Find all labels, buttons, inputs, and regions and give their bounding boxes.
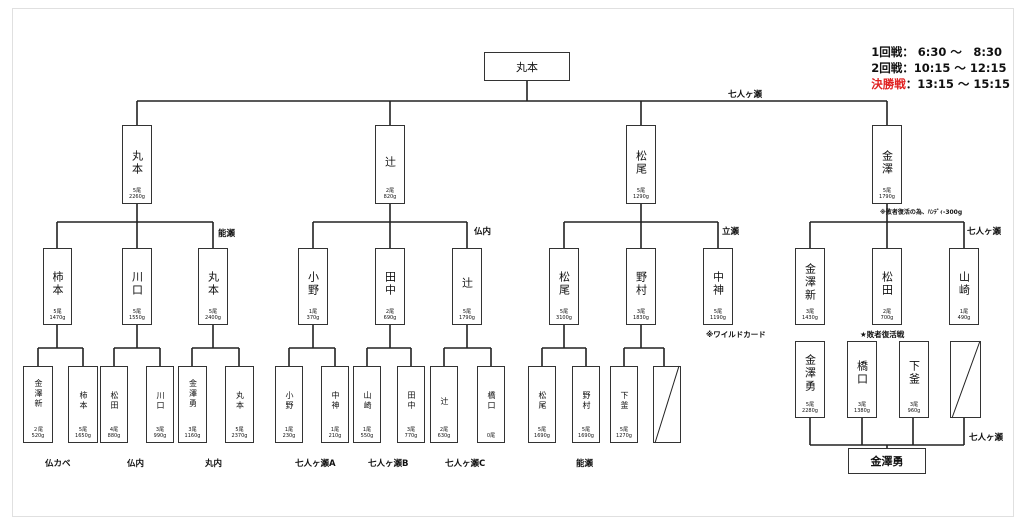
venue-label: 仏内 — [127, 459, 145, 469]
venue-label: 能瀬 — [576, 459, 594, 469]
handicap-note: ※敗者復活の為、ﾊﾝﾃﾞｨ-300g — [880, 209, 963, 216]
schedule-row-2: 2回戦：10:15 〜 12:15 — [871, 61, 1007, 75]
empty-slot — [653, 366, 681, 443]
schedule-row-1: 1回戦： 6:30 〜 8:30 — [871, 45, 1003, 59]
venue-label: 七人ヶ瀬A — [295, 459, 336, 469]
venue-label: 能瀬 — [218, 229, 236, 239]
repechage-venue-label: 七人ヶ瀬 — [969, 433, 1004, 443]
schedule-row-3: 決勝戦：13:15 〜 15:15 — [871, 77, 1010, 91]
venue-label: 七人ヶ瀬 — [967, 227, 1002, 237]
venue-label: 七人ヶ瀬C — [445, 459, 486, 469]
champion-box: 丸本 — [484, 52, 570, 81]
repechage-note: ★敗者復活戦 — [860, 330, 905, 339]
venue-label: 七人ヶ瀬B — [368, 459, 409, 469]
repechage-winner-name: 金澤勇 — [870, 455, 904, 468]
venue-label: 仏カベ — [45, 459, 71, 469]
repechage-winner-box: 金澤勇 — [848, 448, 926, 474]
final-venue-label: 七人ヶ瀬 — [728, 90, 763, 100]
champion-name: 丸本 — [516, 60, 538, 74]
venue-label: 立瀬 — [722, 227, 740, 237]
venue-label: 丸内 — [205, 459, 223, 469]
venue-label: 仏内 — [474, 227, 492, 237]
empty-slot — [950, 341, 981, 418]
schedule: 1回戦： 6:30 〜 8:30 2回戦：10:15 〜 12:15 決勝戦：1… — [871, 44, 1010, 92]
wildcard-note: ※ワイルドカード — [706, 330, 766, 339]
round0-box: 橋口 0尾 — [477, 366, 505, 443]
